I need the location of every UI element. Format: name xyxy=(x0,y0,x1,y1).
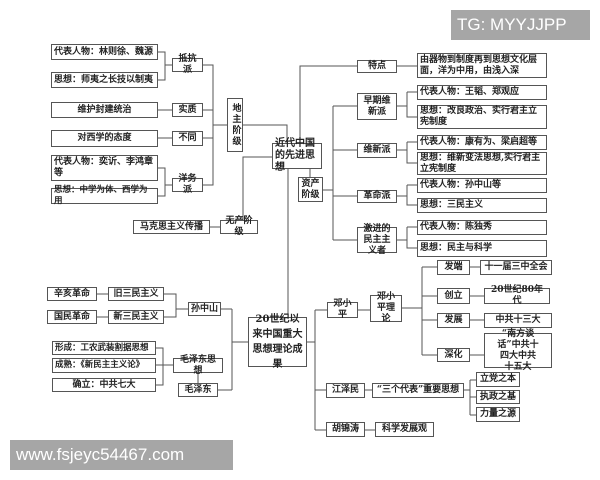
reform-idea: 思想：维新变法思想,实行君主立宪制度 xyxy=(417,152,547,175)
westernization-idea: 思想：中学为体、西学为用 xyxy=(51,185,158,206)
deng-stage-origin-value: 十一届三中全会 xyxy=(480,260,552,275)
essence-label: 实质 xyxy=(172,103,203,117)
marxism-spread: 马克思主义传播 xyxy=(133,220,210,234)
three-represents: “三个代表”重要思想 xyxy=(372,383,464,398)
old-three-principles: 旧三民主义 xyxy=(108,287,164,301)
diff-label: 不同 xyxy=(172,131,203,146)
mao-stage-maturity: 成熟：《新民主主义论》 xyxy=(52,358,156,373)
resist-figures: 代表人物：林则徐、魏源 xyxy=(51,44,158,60)
feature-label: 特点 xyxy=(357,60,397,73)
deng-stage-deepening-value: “南方谈话”中共十四大中共十五大 xyxy=(484,329,552,372)
deng-stage-development-value: 中共十三大 xyxy=(484,313,552,328)
sun-yat-sen: 孙中山 xyxy=(188,302,221,316)
twentieth-century-theories: 20世纪以来中国重大思想理论成果 xyxy=(248,314,307,370)
new-three-principles: 新三民主义 xyxy=(108,310,164,324)
deng-theory: 邓小平理论 xyxy=(370,292,402,324)
jiang-zemin: 江泽民 xyxy=(326,383,365,398)
resist-faction: 抵抗派 xyxy=(172,54,203,75)
revolution-faction: 革命派 xyxy=(357,190,397,203)
deng-stage-origin: 发端 xyxy=(437,260,470,275)
westernization-faction: 洋务派 xyxy=(172,174,203,195)
mao-zedong: 毛泽东 xyxy=(178,383,218,397)
jiang-point-2: 执政之基 xyxy=(476,390,520,404)
deng-stage-development: 发展 xyxy=(437,313,470,328)
early-reform-faction: 早期维新派 xyxy=(357,93,397,120)
watermark-bottom: www.fsjeyc54467.com xyxy=(10,440,233,470)
mao-stage-establishment: 确立：中共七大 xyxy=(52,378,156,392)
national-revolution: 国民革命 xyxy=(47,310,97,324)
revolution-idea: 思想：三民主义 xyxy=(417,198,547,213)
bourgeois-class: 资产阶级 xyxy=(298,177,323,202)
revolution-figures: 代表人物：孙中山等 xyxy=(417,178,547,193)
resist-idea: 思想：师夷之长技以制夷 xyxy=(51,72,158,88)
deng-stage-founding-value: 20世纪80年代 xyxy=(484,285,550,306)
diff-value: 对西学的态度 xyxy=(51,130,158,147)
early-reform-figures: 代表人物：王韬、郑观应 xyxy=(417,85,547,100)
jiang-point-1: 立党之本 xyxy=(476,372,520,387)
hu-jintao: 胡锦涛 xyxy=(326,422,365,437)
mao-stage-formation: 形成：工农武装割据思想 xyxy=(52,341,156,355)
watermark-top: TG: MYYJJPP xyxy=(451,10,590,40)
radical-democrats: 激进的民主主义者 xyxy=(357,224,397,256)
modern-advanced-thought: 近代中国的先进思想 xyxy=(272,138,322,173)
deng-stage-founding: 创立 xyxy=(437,288,470,304)
mao-thought: 毛泽东思想 xyxy=(173,355,223,376)
radical-idea: 思想：民主与科学 xyxy=(417,240,547,257)
feature-value: 由器物到制度再到思想文化层面，洋为中用，由浅入深 xyxy=(417,53,547,78)
reform-faction: 维新派 xyxy=(357,143,397,158)
early-reform-idea: 思想：改良政治、实行君主立宪制度 xyxy=(417,105,547,129)
jiang-point-3: 力量之源 xyxy=(476,407,520,422)
landlord-class: 地主阶级 xyxy=(227,98,243,152)
reform-figures: 代表人物：康有为、梁启超等 xyxy=(417,135,547,150)
deng-stage-deepening: 深化 xyxy=(437,348,470,362)
proletariat-class: 无产阶级 xyxy=(220,216,258,237)
deng-xiaoping: 邓小平 xyxy=(327,299,358,320)
westernization-figures: 代表人物：奕䜣、李鸿章等 xyxy=(51,155,158,181)
radical-figures: 代表人物：陈独秀 xyxy=(417,220,547,235)
xinhai-revolution: 辛亥革命 xyxy=(47,287,97,301)
scientific-outlook: 科学发展观 xyxy=(375,422,434,437)
essence-value: 维护封建统治 xyxy=(51,102,158,118)
